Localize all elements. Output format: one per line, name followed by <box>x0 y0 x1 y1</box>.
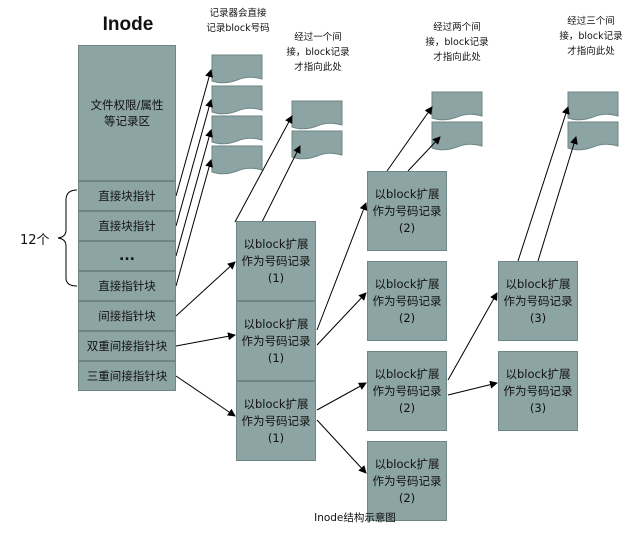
data-block <box>291 100 343 130</box>
note-two-indirect: 经过两个间接，block记录才指向此处 <box>425 22 489 63</box>
inode-attributes: 文件权限/属性等记录区 <box>78 45 176 181</box>
block-level-2: 以block扩展作为号码记录(2) <box>367 171 447 251</box>
data-block <box>431 121 483 151</box>
note-one-indirect: 经过一个间接，block记录才指向此处 <box>286 32 350 73</box>
group-label: 12个 <box>20 233 50 248</box>
data-blocks <box>211 54 619 175</box>
block-level-1: 以block扩展作为号码记录(1) <box>236 301 316 381</box>
note-direct: 记录器会直接记录block号码 <box>206 8 270 34</box>
inode-direct-pointer: 直接块指针 <box>78 211 176 241</box>
data-block <box>211 54 263 84</box>
data-block <box>431 91 483 121</box>
data-block <box>291 130 343 160</box>
inode-direct-pointer-last: 直接指针块 <box>78 271 176 301</box>
group-bracket <box>57 189 78 287</box>
data-block <box>211 145 263 175</box>
inode-double-indirect-pointer: 双重间接指针块 <box>78 331 176 361</box>
data-block <box>567 121 619 151</box>
inode-indirect-pointer: 间接指针块 <box>78 301 176 331</box>
data-block <box>211 85 263 115</box>
data-block <box>567 91 619 121</box>
block-level-2: 以block扩展作为号码记录(2) <box>367 351 447 431</box>
block-level-3: 以block扩展作为号码记录(3) <box>498 351 578 431</box>
block-level-1: 以block扩展作为号码记录(1) <box>236 221 316 301</box>
inode-triple-indirect-pointer: 三重间接指针块 <box>78 361 176 391</box>
data-block <box>211 115 263 145</box>
block-level-2: 以block扩展作为号码记录(2) <box>367 261 447 341</box>
block-level-3: 以block扩展作为号码记录(3) <box>498 261 578 341</box>
arrows <box>175 69 578 474</box>
inode-ellipsis: ... <box>78 241 176 271</box>
note-three-indirect: 经过三个间接，block记录才指向此处 <box>559 16 623 57</box>
block-level-2: 以block扩展作为号码记录(2) <box>367 441 447 521</box>
diagram-caption: Inode结构示意图 <box>314 512 396 524</box>
block-level-1: 以block扩展作为号码记录(1) <box>236 381 316 461</box>
inode-direct-pointer: 直接块指针 <box>78 181 176 211</box>
diagram-title: Inode <box>102 14 154 35</box>
